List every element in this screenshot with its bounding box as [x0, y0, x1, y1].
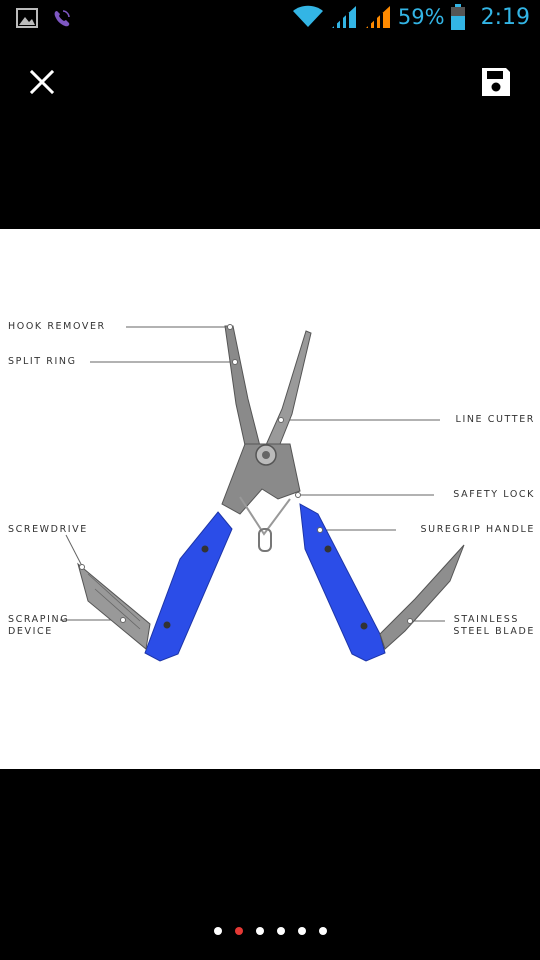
battery-icon	[450, 4, 465, 30]
signal-icon	[331, 6, 356, 28]
label-scraping-line-2: DEVICE	[8, 626, 53, 637]
product-image: HOOK REMOVER SPLIT RING LINE CUTTER SAFE…	[0, 229, 540, 769]
status-bar: 59% 2:19	[0, 0, 540, 38]
label-line-cutter: LINE CUTTER	[455, 414, 535, 425]
viewer-toolbar	[0, 46, 540, 116]
status-bar-system: 59% 2:19	[292, 4, 530, 30]
clock: 2:19	[480, 4, 530, 30]
label-stainless-line-1: STAINLESS	[453, 614, 519, 625]
page-dot-1[interactable]	[213, 927, 222, 935]
fishing-pliers-illustration	[60, 324, 465, 662]
label-hook-remover: HOOK REMOVER	[8, 321, 106, 332]
signal-roaming-icon	[365, 6, 390, 28]
label-scraping-line-1: SCRAPING	[8, 614, 70, 625]
label-stainless-steel-blade: STAINLESS STEEL BLADE	[453, 614, 535, 638]
viber-icon	[54, 10, 70, 27]
save-button[interactable]	[476, 62, 516, 102]
close-button[interactable]	[24, 64, 60, 100]
label-scraping-device: SCRAPING DEVICE	[8, 614, 69, 638]
label-suregrip-handle: SUREGRIP HANDLE	[420, 524, 535, 535]
page-dot-4[interactable]	[276, 927, 285, 935]
page-dot-2-active[interactable]	[234, 927, 243, 935]
wifi-icon	[292, 5, 323, 27]
label-split-ring: SPLIT RING	[8, 356, 77, 367]
save-icon	[482, 68, 510, 96]
close-icon	[29, 69, 55, 95]
page-indicator	[0, 924, 540, 938]
page-dot-6[interactable]	[318, 927, 327, 935]
status-bar-notifications	[16, 8, 72, 28]
label-safety-lock: SAFETY LOCK	[453, 489, 535, 500]
battery-percentage: 59%	[397, 5, 445, 29]
image-icon	[16, 8, 38, 28]
page-dot-3[interactable]	[255, 927, 264, 935]
label-stainless-line-2: STEEL BLADE	[453, 626, 535, 637]
label-screwdrive: SCREWDRIVE	[8, 524, 88, 535]
page-dot-5[interactable]	[297, 927, 306, 935]
